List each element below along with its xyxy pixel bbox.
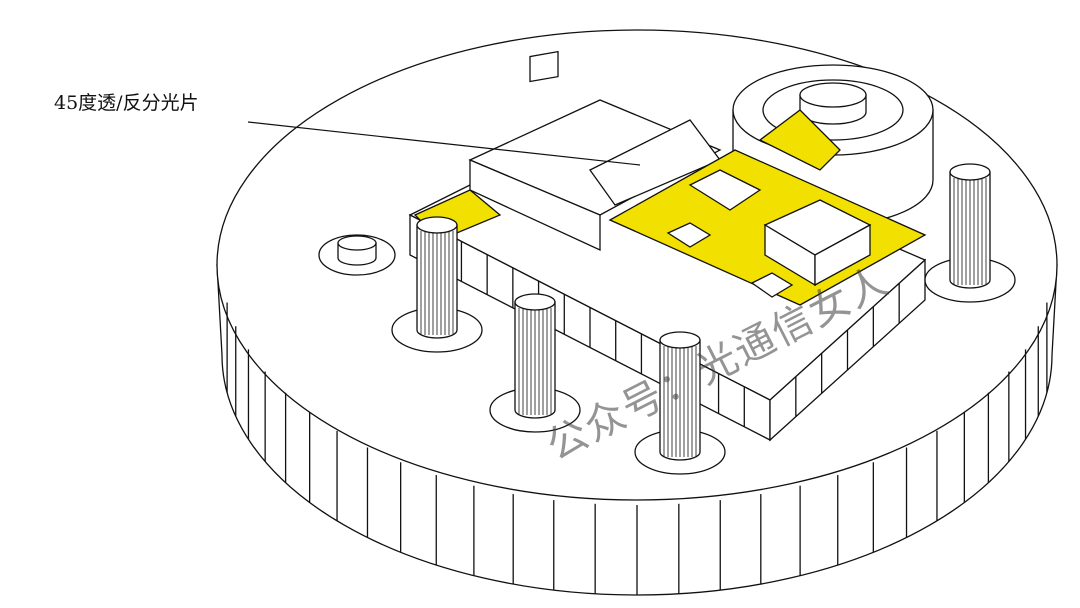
platform <box>408 50 927 442</box>
lead-pin <box>634 331 726 475</box>
lead-pin <box>489 293 581 433</box>
beam-splitter-label: 45度透/反分光片 <box>54 92 199 114</box>
leader-line <box>247 121 641 166</box>
ground-stub <box>318 234 396 276</box>
lead-pin <box>924 163 1016 303</box>
lead-pin <box>391 216 483 353</box>
